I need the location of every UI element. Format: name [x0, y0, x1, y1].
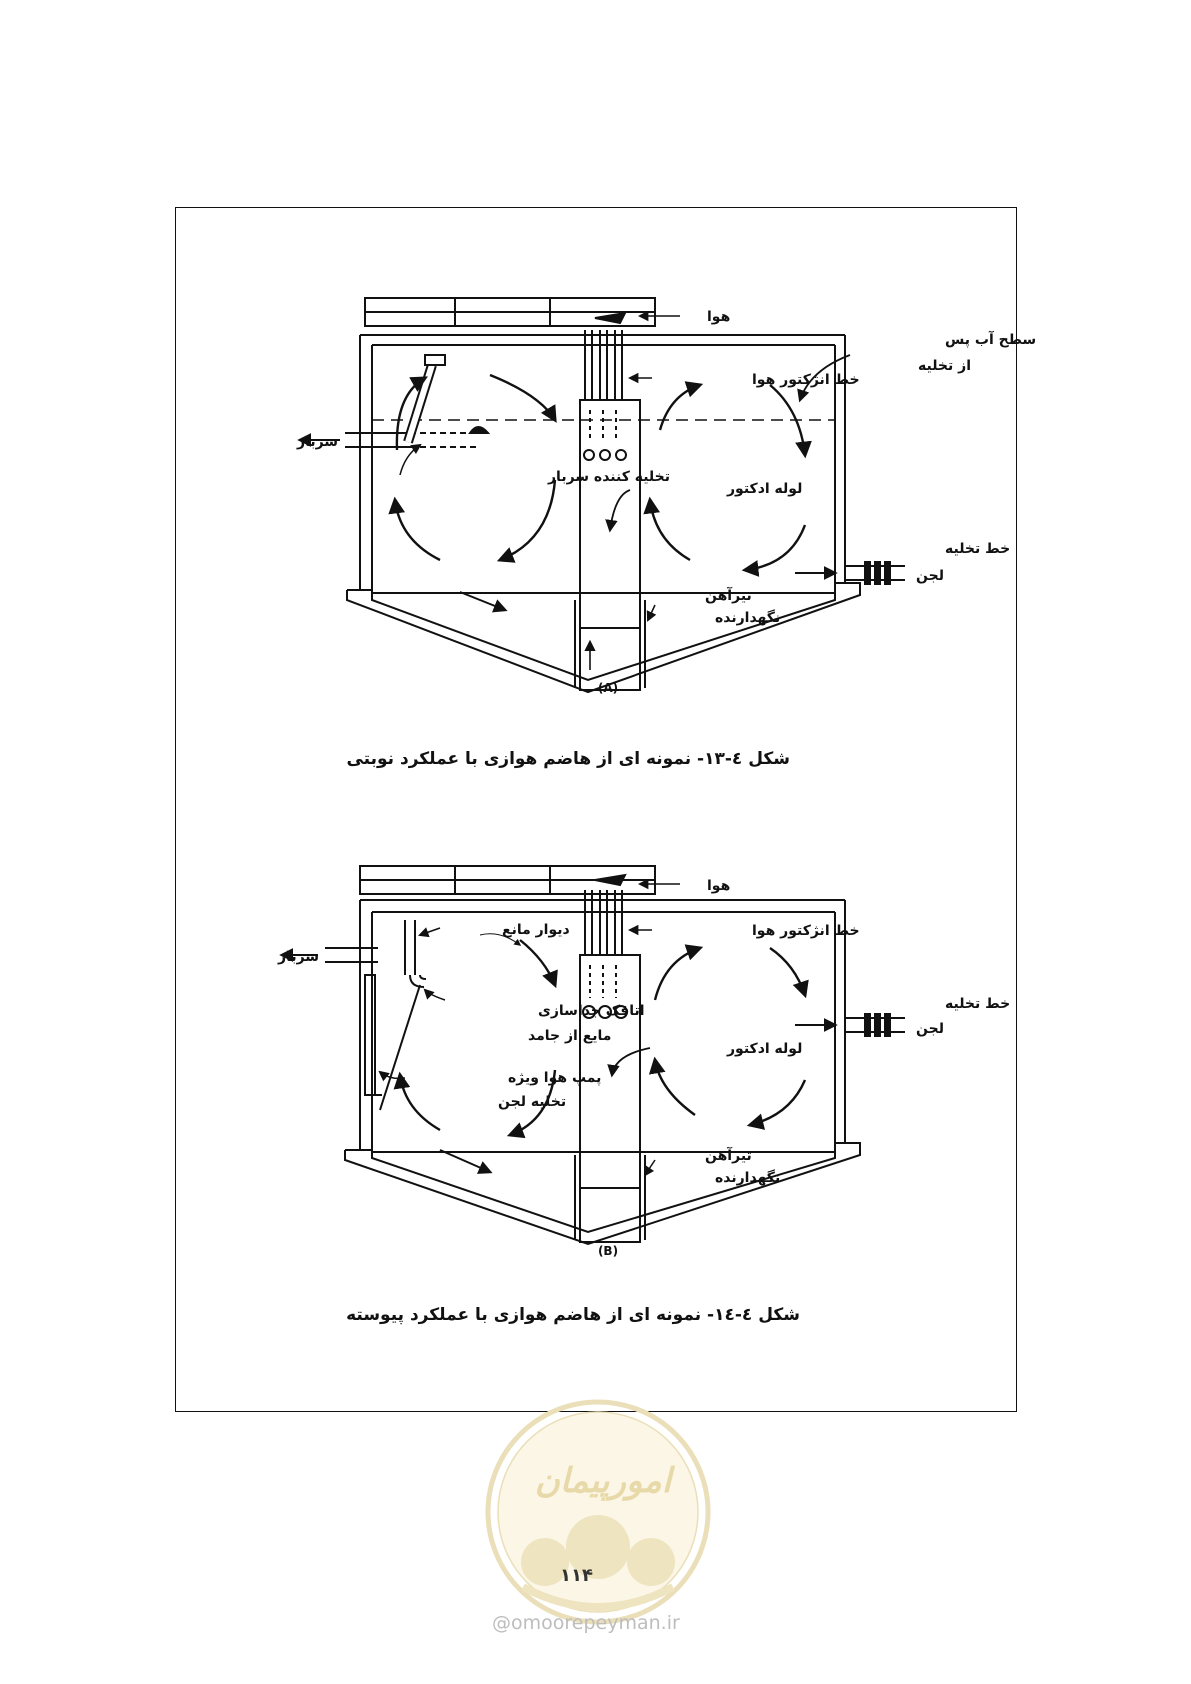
label-separation-chamber-2-b: مایع از جامد [528, 1028, 611, 1044]
label-air-eductor-b: خط انژکتور هوا [752, 923, 860, 939]
website-text: omoorepeyman.ir [511, 1612, 680, 1634]
digester-continuous-diagram [279, 865, 905, 1246]
figure-b-caption: شکل ٤-۱٤- نمونه ای از هاضم هوازی با عملک… [346, 1305, 800, 1325]
label-baffle-wall-b: دیوار مانع [502, 922, 570, 938]
label-supernatant-a: سربار [296, 434, 338, 450]
label-eductor-tube-b: لوله ادکتور [726, 1041, 802, 1057]
labels-b: هوا دیوار مانع خط انژکتور هوا سربار اتاق… [277, 878, 1010, 1186]
supernatant-pipe-b [279, 947, 378, 963]
eductor-tube-b [574, 873, 646, 1243]
separation-chamber-b [364, 920, 427, 1111]
panel-label-a: (A) [598, 681, 618, 695]
panel-label-b: (B) [598, 1244, 618, 1258]
circulation-arrows-right-b [648, 944, 809, 1130]
walkway-a [364, 297, 656, 327]
label-support-beam-2-a: نگهدارنده [715, 609, 780, 626]
sludge-drain-b [795, 1013, 905, 1037]
at-icon: @ [492, 1612, 511, 1634]
label-support-beam-2-b: نگهدارنده [715, 1169, 780, 1186]
label-air-pump-1-b: پمپ هوا ویژه [508, 1070, 601, 1086]
gear-icon [521, 1515, 675, 1586]
label-air-pump-2-b: تخلیه لجن [498, 1094, 566, 1110]
label-air-a: هوا [707, 309, 730, 325]
label-air-eductor-a: خط انژکتور هوا [752, 372, 860, 388]
tank-b [344, 899, 861, 1246]
label-support-beam-1-a: تیرآهن [705, 586, 752, 604]
circulation-arrows-left-b [393, 933, 558, 1139]
label-supernatant-drain-a: تخلیه کننده سربار [547, 469, 670, 485]
label-separation-chamber-1-b: اتاقک جداسازی [538, 1003, 645, 1019]
tank-a [346, 334, 861, 694]
digester-batch-diagram [297, 297, 905, 694]
label-sludge-drain-1-a: خط تخلیه [945, 541, 1010, 557]
page-number: ۱۱۴ [560, 1565, 593, 1586]
label-supernatant-b: سربار [277, 949, 319, 965]
label-air-b: هوا [707, 878, 730, 894]
watermark-text: امورپیمان [535, 1461, 676, 1501]
label-sludge-drain-1-b: خط تخلیه [945, 996, 1010, 1012]
watermark-logo: امورپیمان [485, 1399, 711, 1625]
labels-a: هوا سطح آب پس از تخلیه خط انژکتور هوا سر… [296, 309, 1036, 626]
circulation-arrows-left-a [388, 373, 557, 563]
label-water-level-1-a: سطح آب پس [945, 330, 1036, 348]
label-support-beam-1-b: تیرآهن [705, 1146, 752, 1164]
sludge-drain-a [795, 561, 905, 585]
label-sludge-drain-2-a: لجن [916, 568, 944, 584]
label-water-level-2-a: از تخلیه [918, 358, 971, 374]
label-sludge-drain-2-b: لجن [916, 1021, 944, 1037]
figure-a-caption: شکل ٤-۱۳- نمونه ای از هاضم هوازی با عملک… [346, 749, 790, 769]
label-eductor-tube-a: لوله ادکتور [726, 481, 802, 497]
eductor-tube-a [574, 311, 646, 691]
circulation-arrows-right-a [643, 381, 812, 577]
website-watermark: @omoorepeyman.ir [492, 1612, 680, 1634]
